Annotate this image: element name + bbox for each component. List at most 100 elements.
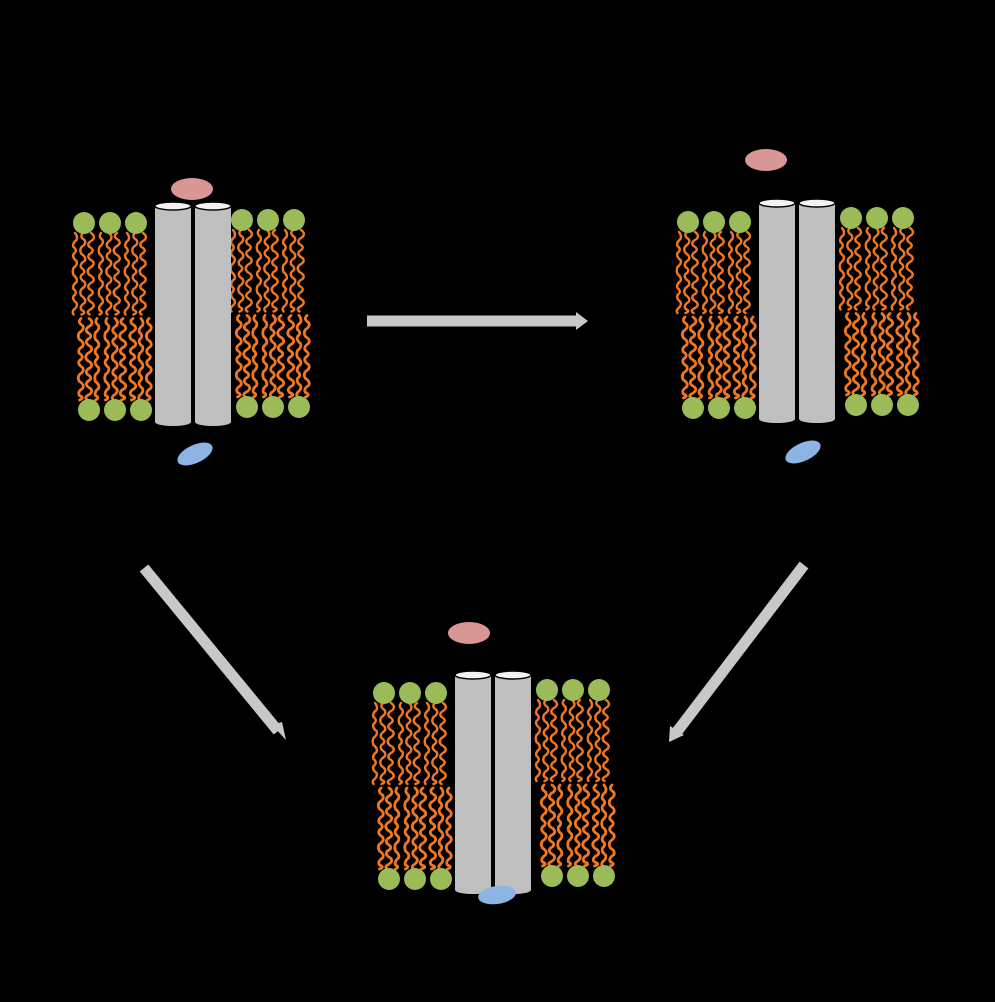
lipid-right-tail-upper xyxy=(549,698,559,783)
lipid-right-tail-lower xyxy=(860,312,868,397)
lipid-left-tail-lower xyxy=(376,786,385,871)
lipid-right-tail-lower xyxy=(600,783,608,868)
lipid-left-head-upper xyxy=(729,211,751,233)
lipid-left-tail-lower xyxy=(437,786,445,871)
lipid-left-tail-lower xyxy=(137,317,145,402)
lipid-left-tail-upper xyxy=(97,231,105,316)
lipid-left-tail-upper xyxy=(371,701,379,786)
lipid-left-head-upper xyxy=(703,211,725,233)
channel-state-ligand-bound-outside xyxy=(71,178,311,466)
lipid-right-head-lower xyxy=(593,865,615,887)
arrow-right-to-bottom xyxy=(669,561,809,742)
channel-subunit-right-bottom xyxy=(195,418,231,426)
lipid-right-tail-upper xyxy=(534,698,542,783)
lipid-right-tail-upper xyxy=(846,226,854,311)
lipid-right-head-upper xyxy=(588,679,610,701)
lipid-left-tail-lower xyxy=(741,315,749,400)
lipid-left-tail-upper xyxy=(716,230,725,315)
lipid-left-head-lower xyxy=(404,868,426,890)
lipid-right-tail-upper xyxy=(270,228,279,313)
lipid-right-tail-upper xyxy=(244,228,254,313)
lipid-left-tail-upper xyxy=(735,230,743,315)
transition-arrows xyxy=(139,312,809,742)
lipid-left-tail-lower xyxy=(403,786,411,871)
lipid-left-tail-lower xyxy=(707,315,715,400)
channel-subunit-right-top xyxy=(798,198,836,208)
lipid-left-tail-lower xyxy=(732,315,742,400)
lipid-left-tail-lower xyxy=(93,317,101,402)
lipid-right-head-lower xyxy=(871,394,893,416)
lipid-right-tail-lower xyxy=(261,314,269,399)
lipid-left-tail-lower xyxy=(748,315,757,400)
lipid-right-head-upper xyxy=(283,209,305,231)
lipid-right-tail-lower xyxy=(539,783,548,868)
lipid-left-tail-lower xyxy=(118,317,128,402)
lipid-right-tail-lower xyxy=(566,783,574,868)
lipid-right-head-lower xyxy=(288,396,310,418)
lipid-right-head-upper xyxy=(536,679,558,701)
lipid-right-tail-lower xyxy=(573,783,582,868)
lipid-right-head-upper xyxy=(866,207,888,229)
channel-subunit-right-body xyxy=(195,206,231,422)
lipid-left-tail-upper xyxy=(431,701,439,786)
lipid-left-tail-upper xyxy=(438,701,448,786)
lipid-right-tail-upper xyxy=(296,228,306,313)
lipid-right-tail-upper xyxy=(237,228,245,313)
lipid-left-head-upper xyxy=(73,212,95,234)
lipid-right-tail-lower xyxy=(870,312,878,397)
channel-state-ligand-bound-inside xyxy=(371,622,616,905)
lipid-right-tail-lower xyxy=(843,312,852,397)
lipid-right-tail-upper xyxy=(838,226,846,311)
lipid-left-head-lower xyxy=(682,397,704,419)
intracellular-ligand xyxy=(177,442,213,466)
lipid-right-head-lower xyxy=(845,394,867,416)
lipid-right-head-lower xyxy=(897,394,919,416)
lipid-left-head-lower xyxy=(734,397,756,419)
lipid-right-head-lower xyxy=(236,396,258,418)
lipid-left-tail-upper xyxy=(423,701,431,786)
lipid-left-tail-lower xyxy=(384,786,394,871)
channel-subunit-left-body xyxy=(759,203,795,419)
lipid-left-tail-lower xyxy=(393,786,401,871)
lipid-right-tail-upper xyxy=(255,228,263,313)
lipid-left-tail-upper xyxy=(709,230,717,315)
lipid-left-head-upper xyxy=(399,682,421,704)
lipid-right-tail-lower xyxy=(877,312,886,397)
channel-subunit-right-body xyxy=(495,675,531,890)
lipid-left-head-lower xyxy=(78,399,100,421)
lipid-right-tail-lower xyxy=(904,312,912,397)
lipid-right-tail-lower xyxy=(251,314,259,399)
lipid-left-tail-upper xyxy=(79,231,87,316)
intracellular-ligand xyxy=(478,885,516,905)
lipid-right-tail-lower xyxy=(851,312,861,397)
lipid-right-head-lower xyxy=(567,865,589,887)
lipid-right-head-lower xyxy=(541,865,563,887)
lipid-left-head-lower xyxy=(378,868,400,890)
lipid-left-tail-upper xyxy=(727,230,735,315)
lipid-right-tail-upper xyxy=(542,698,550,783)
lipid-right-tail-upper xyxy=(281,228,289,313)
lipid-left-tail-lower xyxy=(680,315,689,400)
lipid-left-head-lower xyxy=(708,397,730,419)
lipid-right-tail-lower xyxy=(276,314,286,399)
channel-state-unbound xyxy=(675,149,920,464)
channel-subunit-left-top xyxy=(758,198,796,208)
extracellular-ligand xyxy=(448,622,490,644)
lipid-right-head-upper xyxy=(562,679,584,701)
lipid-left-tail-lower xyxy=(418,786,428,871)
lipid-right-tail-upper xyxy=(601,698,611,783)
lipid-left-tail-lower xyxy=(722,315,732,400)
channel-subunit-left-top xyxy=(154,201,192,211)
extracellular-ligand xyxy=(171,178,213,200)
lipid-right-tail-upper xyxy=(898,226,906,311)
lipid-left-tail-upper xyxy=(690,230,700,315)
lipid-right-tail-upper xyxy=(568,698,576,783)
lipid-right-tail-lower xyxy=(911,312,920,397)
lipid-left-head-lower xyxy=(430,868,452,890)
lipid-left-tail-lower xyxy=(144,317,153,402)
lipid-left-tail-upper xyxy=(138,231,148,316)
lipid-left-tail-lower xyxy=(128,317,138,402)
lipid-left-tail-lower xyxy=(410,786,419,871)
lipid-left-tail-lower xyxy=(76,317,85,402)
lipid-left-tail-upper xyxy=(379,701,387,786)
